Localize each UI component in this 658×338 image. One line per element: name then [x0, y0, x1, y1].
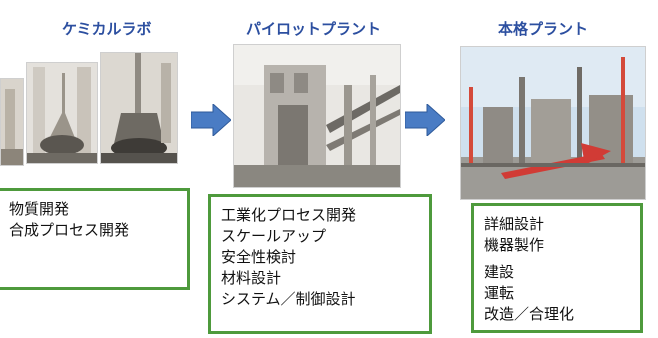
arrow-right-icon: [191, 104, 231, 136]
task-item: 運転: [484, 284, 515, 302]
lab-photo-1: [0, 78, 24, 166]
arrow-right-icon: [405, 104, 445, 136]
lab-photo-2: [26, 62, 98, 164]
pilot-plant-task-box: 工業化プロセス開発 スケールアップ 安全性検討 材料設計 システム／制御設計: [208, 194, 432, 334]
task-item: スケールアップ: [221, 227, 327, 245]
commercial-plant-task-box: 詳細設計 機器製作 建設 運転 改造／合理化: [471, 203, 643, 333]
task-item: 建設: [484, 263, 515, 281]
task-item: 機器製作: [484, 236, 545, 254]
task-item: 材料設計: [221, 269, 282, 287]
stage-title-commercial-plant: 本格プラント: [498, 20, 589, 38]
pilot-plant-photo: [233, 44, 401, 188]
task-item: 改造／合理化: [484, 305, 575, 323]
lab-photo-3: [100, 52, 178, 164]
task-item: 安全性検討: [221, 248, 297, 266]
task-item: 物質開発: [9, 200, 70, 218]
task-item: 詳細設計: [484, 215, 545, 233]
stage-title-chemical-lab: ケミカルラボ: [62, 20, 152, 38]
task-item: システム／制御設計: [221, 290, 356, 308]
task-item: 合成プロセス開発: [9, 221, 130, 239]
stage-title-pilot-plant: パイロットプラント: [246, 20, 382, 38]
commercial-plant-photo: [460, 46, 646, 200]
chemical-lab-task-box: 物質開発 合成プロセス開発: [0, 188, 190, 290]
task-item: 工業化プロセス開発: [221, 206, 357, 224]
